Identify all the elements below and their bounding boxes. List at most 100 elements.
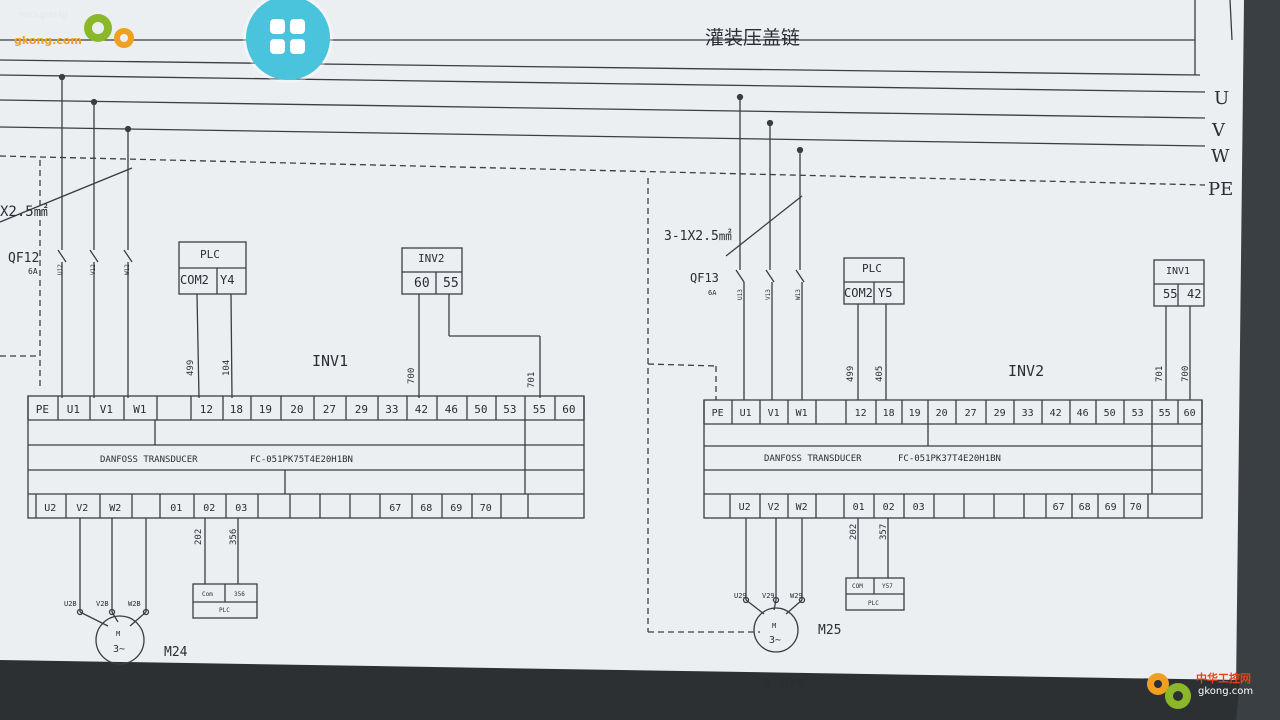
- left-top-terminal-60: 60: [562, 403, 575, 416]
- left-inv-left: 60: [414, 276, 430, 291]
- left-breaker-rating: 6A: [28, 267, 38, 276]
- right-bottom-terminal-03: 03: [913, 502, 925, 513]
- right-drive-body: [703, 399, 1203, 519]
- left-bottom-terminal-01: 01: [170, 503, 182, 514]
- right-motor-term-u: U29: [734, 592, 747, 600]
- left-bottom-terminal-69: 69: [450, 503, 462, 514]
- left-bottom-terminal-V2: V2: [76, 503, 88, 514]
- motor-lead: [745, 599, 765, 615]
- watermark-logo-top-left: gkong.com gkong.com: [6, 4, 146, 56]
- right-bottom-terminal-02: 02: [883, 502, 895, 513]
- right-top-terminal-V1: V1: [768, 408, 780, 419]
- right-bottom-terminal-68: 68: [1079, 502, 1091, 513]
- left-top-terminal-PE: PE: [36, 403, 49, 416]
- app-grid-menu-button[interactable]: [246, 0, 330, 80]
- left-wire-label-701: 701: [527, 372, 537, 388]
- right-inv-title: INV1: [1166, 266, 1190, 277]
- left-inv-title: INV2: [418, 252, 445, 265]
- left-model-code: FC-051PK75T4E20H1BN: [250, 455, 353, 465]
- bus-u: [0, 74, 1206, 93]
- left-output-caption: PLC: [219, 607, 230, 614]
- right-wire-label-701: 701: [1155, 366, 1165, 382]
- left-top-terminal-U1: U1: [67, 403, 80, 416]
- left-plc-left: COM2: [180, 273, 209, 287]
- right-bottom-terminal-W2: W2: [796, 502, 808, 513]
- right-top-terminal-46: 46: [1077, 408, 1089, 419]
- left-drive-body: [27, 395, 585, 519]
- grid-icon: [270, 19, 285, 34]
- right-output-caption: PLC: [868, 600, 879, 607]
- motor-lead: [129, 611, 147, 627]
- breaker-contact: [735, 269, 745, 283]
- left-top-terminal-W1: W1: [133, 403, 146, 416]
- right-wire-label-202: 202: [849, 524, 859, 540]
- left-top-terminal-29: 29: [355, 403, 368, 416]
- left-wire-label-104: 104: [222, 360, 232, 376]
- right-breaker-pole: V13: [765, 289, 772, 300]
- watermark-br-line2: gkong.com: [1198, 686, 1254, 697]
- watermark-tl-line1: gkong.com: [18, 10, 68, 20]
- right-bottom-terminal-U2: U2: [739, 502, 751, 513]
- right-wire-label-700: 700: [1181, 366, 1191, 382]
- right-breaker-label: QF13: [690, 271, 719, 285]
- right-motor-term-v: V29: [762, 592, 775, 600]
- bus-w: [0, 126, 1206, 147]
- right-top-terminal-27: 27: [965, 408, 977, 419]
- right-inv-box: [1153, 259, 1205, 307]
- right-bottom-terminal-V2: V2: [768, 502, 780, 513]
- bus-pe: [0, 155, 1206, 186]
- right-bottom-terminal-67: 67: [1053, 502, 1065, 513]
- left-top-terminal-42: 42: [415, 403, 428, 416]
- left-wire-label-499: 499: [186, 360, 196, 376]
- right-top-terminal-18: 18: [883, 408, 895, 419]
- motor-term-dot: [798, 596, 806, 604]
- motor-term-dot: [108, 608, 116, 616]
- left-top-terminal-V1: V1: [100, 403, 113, 416]
- right-breaker-pole: W13: [795, 289, 802, 300]
- right-wire-label-357: 357: [879, 524, 889, 540]
- left-wire-label-700: 700: [407, 368, 417, 384]
- pe-tap: [647, 363, 717, 367]
- breaker-contact: [123, 249, 133, 263]
- bottom-shadow: [0, 660, 1240, 720]
- frame-line: [1229, 0, 1233, 41]
- grid-icon-cell: [290, 39, 305, 54]
- right-top-terminal-19: 19: [909, 408, 921, 419]
- left-top-terminal-46: 46: [445, 403, 458, 416]
- left-wire-label-202: 202: [194, 529, 204, 545]
- right-output-left: COM: [852, 583, 863, 590]
- left-top-terminal-27: 27: [323, 403, 336, 416]
- right-top-terminal-42: 42: [1050, 408, 1062, 419]
- motor-lead: [79, 611, 109, 627]
- right-bottom-terminal-69: 69: [1105, 502, 1117, 513]
- breaker-link: [725, 195, 803, 257]
- left-output-right: 356: [234, 591, 245, 598]
- frame-line: [0, 59, 1201, 76]
- left-motor-symbol: M: [116, 630, 120, 638]
- left-breaker-label: QF12: [8, 251, 39, 266]
- plc-wire-499: [196, 293, 200, 399]
- left-bottom-terminal-70: 70: [480, 503, 492, 514]
- left-top-terminal-19: 19: [259, 403, 272, 416]
- motor-term-dot: [76, 608, 84, 616]
- left-motor-phase: 3~: [113, 644, 125, 655]
- left-top-terminal-53: 53: [503, 403, 516, 416]
- right-output-right: Y57: [882, 583, 893, 590]
- right-wire-label-405: 405: [875, 366, 885, 382]
- left-bottom-terminal-68: 68: [420, 503, 432, 514]
- right-top-terminal-20: 20: [936, 408, 948, 419]
- right-wire-label-499: 499: [846, 366, 856, 382]
- breaker-contact: [89, 249, 99, 263]
- right-top-terminal-12: 12: [855, 408, 867, 419]
- left-motor-term-u: U2B: [64, 600, 77, 608]
- phase-label-w: W: [1211, 146, 1230, 167]
- left-model-text: DANFOSS TRANSDUCER: [100, 455, 198, 465]
- paper: [0, 0, 1244, 700]
- breaker-link: [0, 167, 133, 223]
- left-plc-title: PLC: [200, 248, 220, 261]
- left-plc-right: Y4: [220, 273, 234, 287]
- plc-wire-104: [230, 293, 233, 399]
- left-drive-name: INV1: [312, 352, 348, 370]
- right-drive-name: INV2: [1008, 362, 1044, 380]
